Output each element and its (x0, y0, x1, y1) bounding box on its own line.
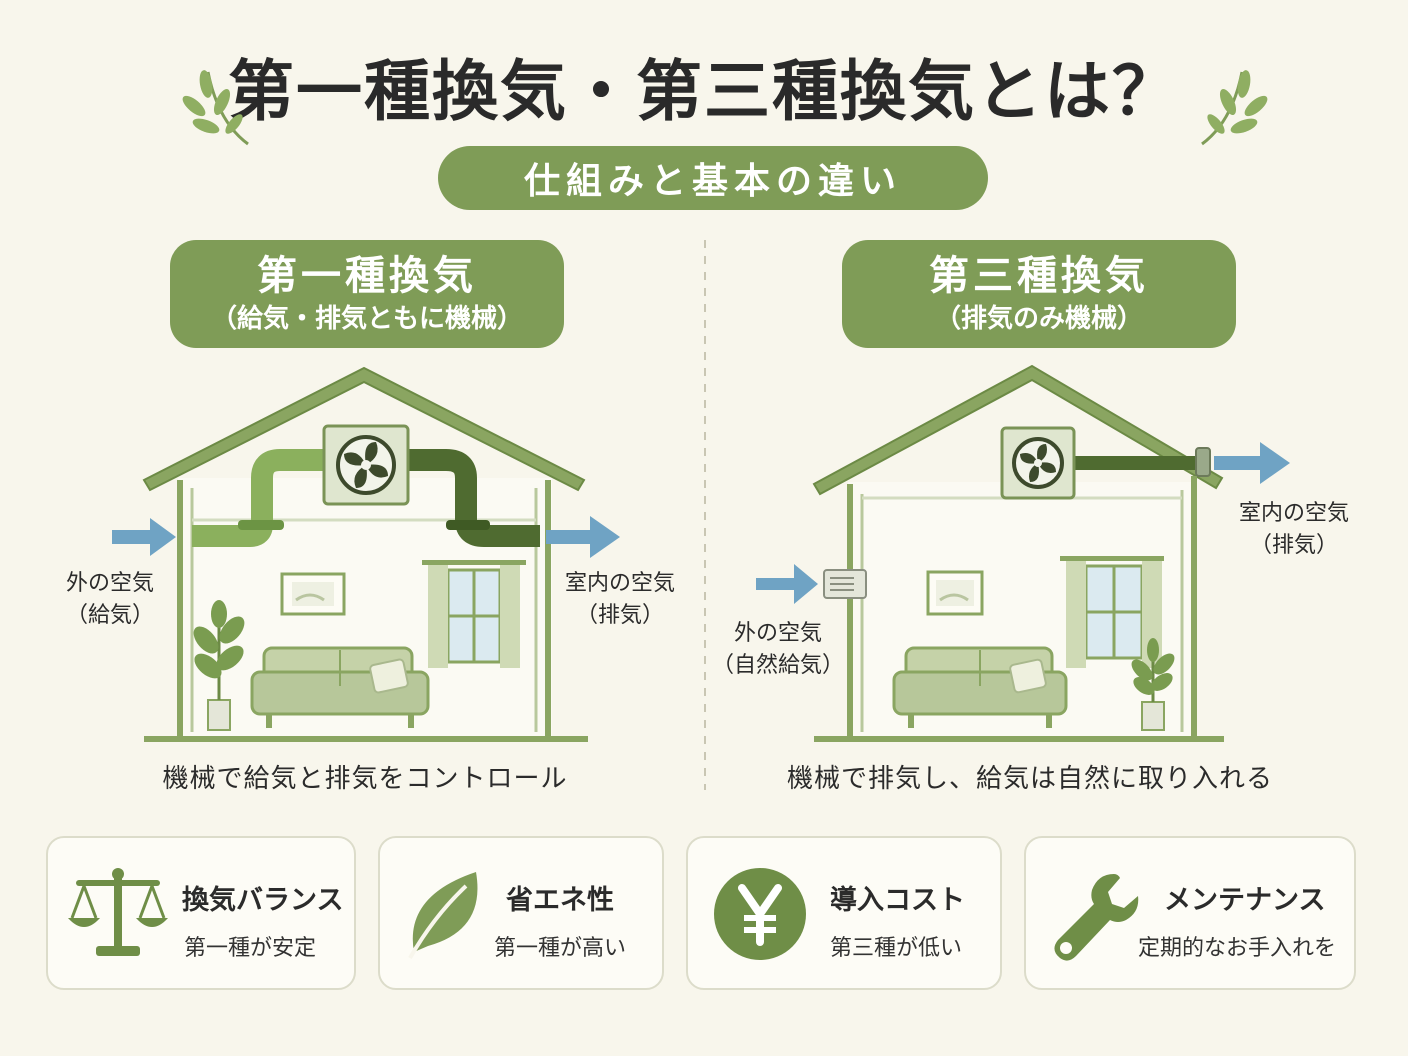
type3-caption: 機械で排気し、給気は自然に取り入れる (786, 764, 1273, 794)
laurel-right-icon (1201, 70, 1268, 146)
type1-intake-label-line1: 外の空気 (65, 571, 154, 596)
card-installation-cost: 導入コスト 第三種が低い (686, 836, 1002, 990)
wrench-icon (1054, 874, 1139, 961)
type3-exhaust-label: 室内の空気 （排気） (1226, 498, 1362, 562)
page-title: 第一種換気・第三種換気とは？ (228, 53, 1180, 130)
card-energy-saving: 省エネ性 第一種が高い (378, 836, 664, 990)
type3-exhaust-label-line1: 室内の空気 (1238, 501, 1349, 526)
card-ventilation-balance: 換気バランス 第一種が安定 (46, 836, 356, 990)
type3-intake-label-line1: 外の空気 (733, 621, 822, 646)
type3-intake-label: 外の空気 （自然給気） (708, 618, 848, 682)
card-subtitle: 定期的なお手入れを (1138, 936, 1337, 961)
card-title: 導入コスト (830, 885, 965, 916)
type3-house-illustration (756, 364, 1290, 742)
card-subtitle: 第一種が安定 (184, 936, 317, 961)
type1-exhaust-label-line1: 室内の空気 (564, 571, 675, 596)
card-subtitle: 第一種が高い (494, 936, 627, 961)
type1-intake-label: 外の空気 （給気） (50, 568, 170, 632)
type3-intake-label-line2: （自然給気） (711, 653, 844, 678)
balance-scale-icon (68, 868, 168, 956)
leaf-icon (408, 872, 478, 959)
card-title: 省エネ性 (506, 885, 614, 916)
type3-exhaust-label-line2: （排気） (1249, 533, 1338, 558)
type1-exhaust-label: 室内の空気 （排気） (555, 568, 685, 632)
laurel-left-icon (182, 70, 249, 146)
card-title: 換気バランス (182, 885, 344, 916)
card-title: メンテナンス (1164, 885, 1326, 916)
section-divider (704, 240, 706, 790)
type1-heading: 第一種換気 (257, 253, 477, 299)
type3-heading: 第三種換気 (929, 253, 1149, 299)
type1-exhaust-label-line2: （排気） (575, 603, 664, 628)
type3-subheading: （排気のみ機械） (934, 304, 1143, 334)
type3-heading-pill: 第三種換気 （排気のみ機械） (842, 240, 1236, 348)
yen-icon (714, 868, 806, 960)
type1-subheading: （給気・排気ともに機械） (210, 304, 523, 334)
type1-caption: 機械で給気と排気をコントロール (162, 764, 568, 794)
subtitle-pill: 仕組みと基本の違い (438, 146, 988, 210)
type1-house-illustration (112, 366, 620, 742)
card-maintenance: メンテナンス 定期的なお手入れを (1024, 836, 1356, 990)
type1-heading-pill: 第一種換気 （給気・排気ともに機械） (170, 240, 564, 348)
type1-intake-label-line2: （給気） (65, 603, 154, 628)
card-subtitle: 第三種が低い (830, 936, 963, 961)
